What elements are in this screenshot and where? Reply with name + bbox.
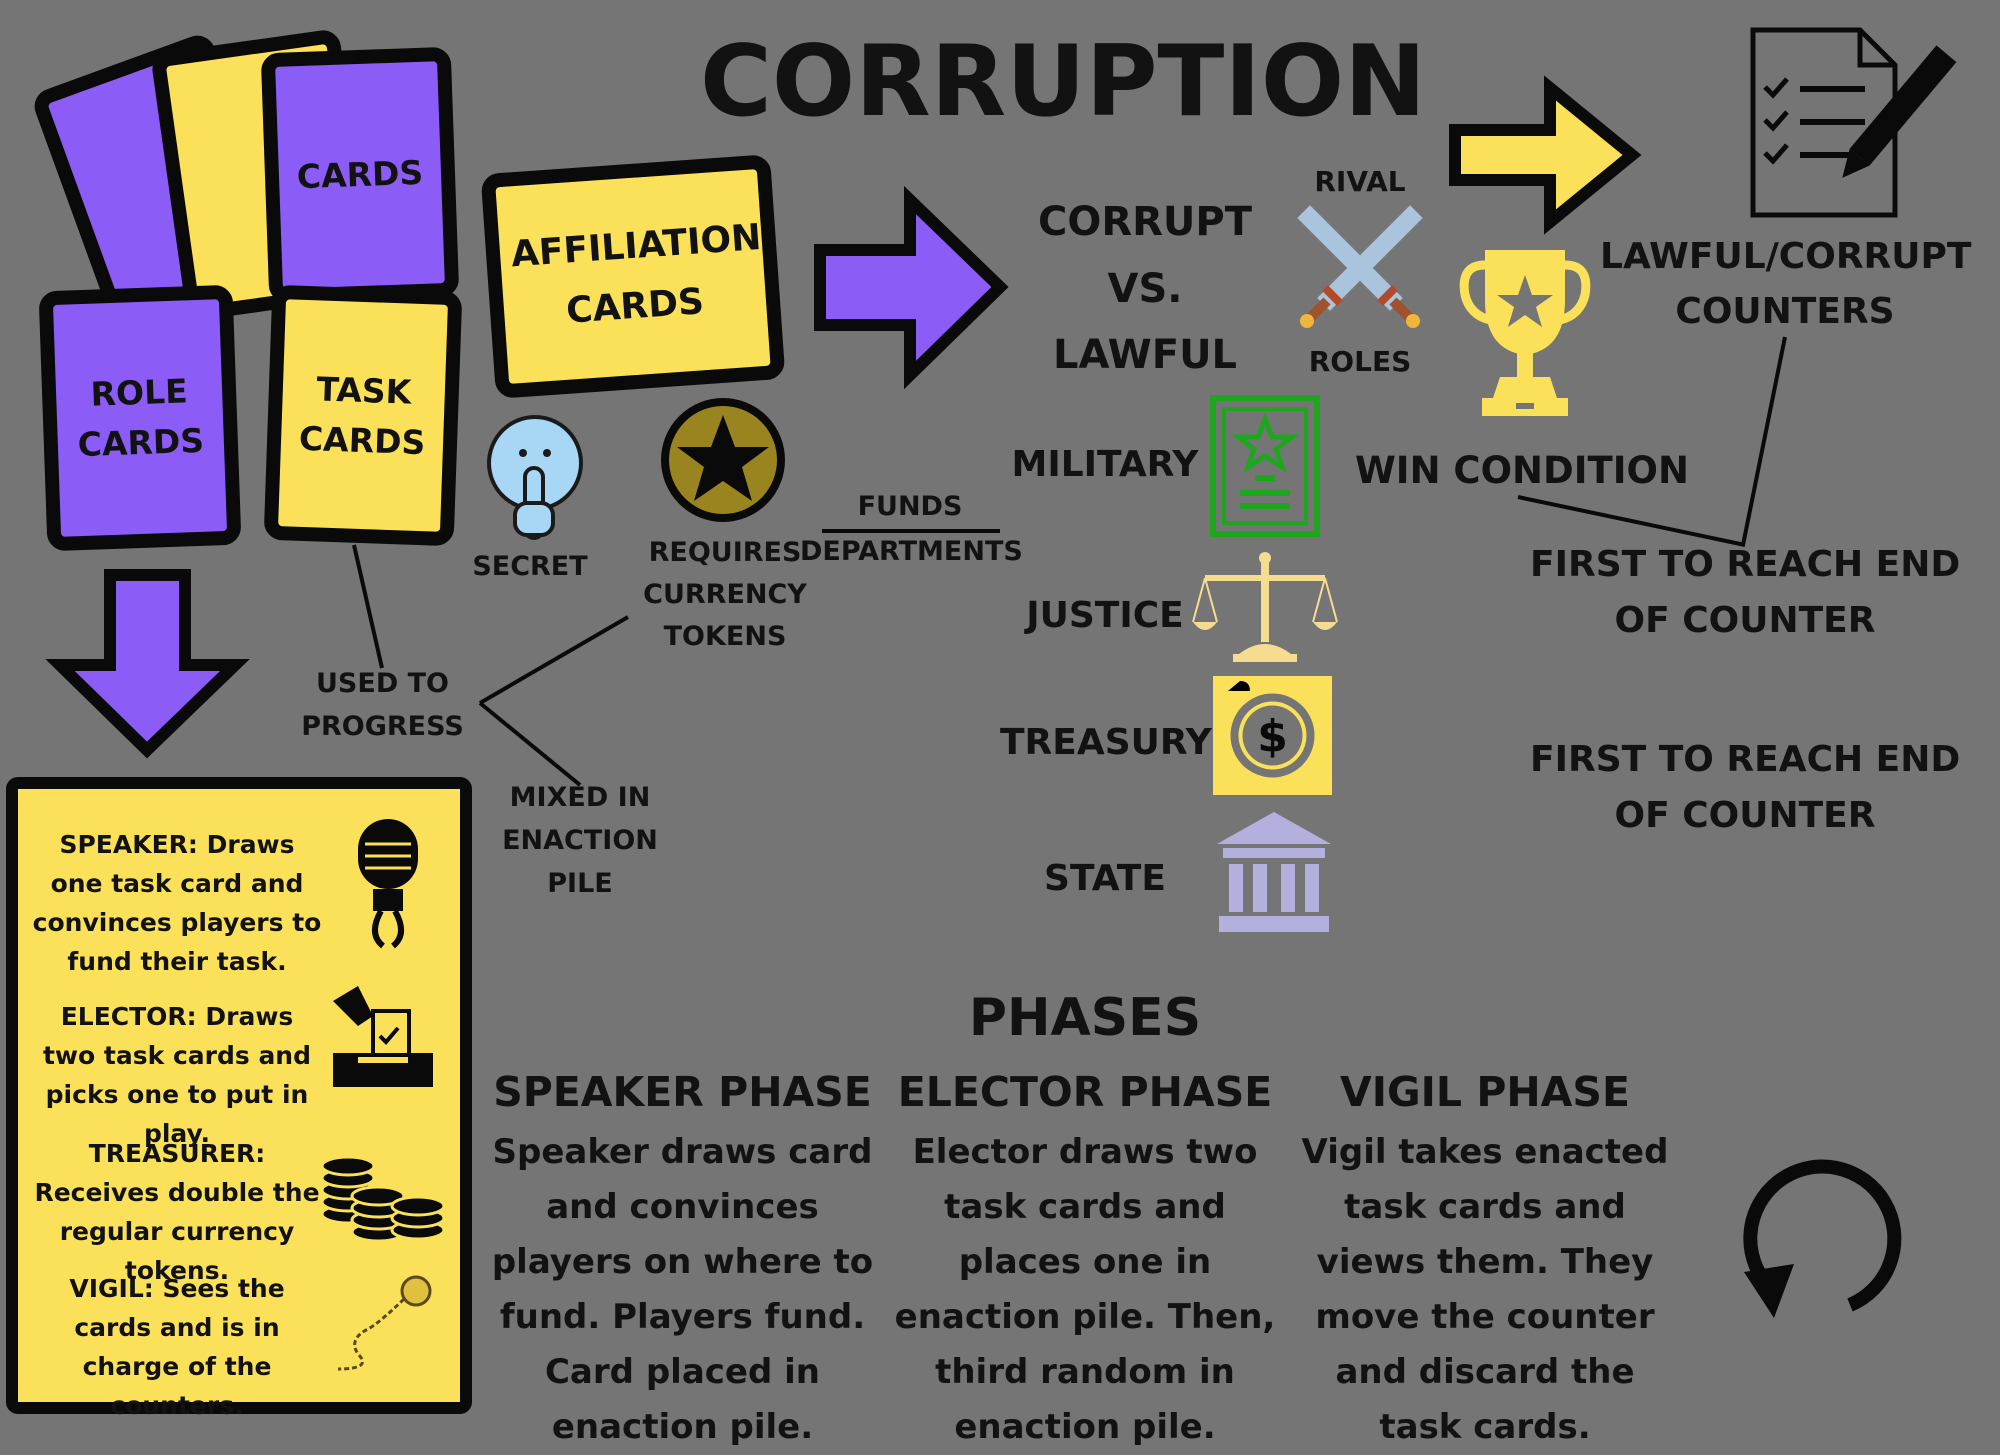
svg-text:$: $: [1257, 711, 1288, 762]
military-badge-icon: [1210, 395, 1320, 537]
trophy-icon: [1459, 250, 1591, 416]
microphone-icon: [358, 819, 418, 949]
mixed-label-1: MIXED IN: [509, 782, 651, 813]
requires-label-1: REQUIRES: [648, 537, 802, 568]
connector-lines: [352, 336, 1787, 787]
counters-label-1: LAWFUL/CORRUPT: [1600, 236, 1972, 277]
elector-phase-title: ELECTOR PHASE: [897, 1068, 1273, 1116]
arrow-right-yellow-icon: [1449, 75, 1642, 235]
used-to-label-2: PROGRESS: [301, 711, 464, 742]
role-descriptions-box: SPEAKER: Draws one task card and convinc…: [6, 777, 472, 1420]
role-elector-text: ELECTOR: Draws two task cards and picks …: [42, 1002, 312, 1148]
funds-label: FUNDS: [857, 491, 963, 522]
vigil-phase-body: Vigil takes enacted task cards and views…: [1301, 1132, 1669, 1447]
shush-face-icon: [487, 415, 583, 540]
first-to-reach-b-1: FIRST TO REACH END: [1530, 739, 1961, 780]
dollar-bill-icon: $: [1213, 676, 1332, 795]
secret-label: SECRET: [472, 551, 588, 582]
vs-label: VS.: [1107, 266, 1183, 312]
crossed-swords-icon: [1297, 205, 1423, 328]
role-speaker-text: SPEAKER: Draws one task card and convinc…: [32, 830, 322, 976]
lawful-label: LAWFUL: [1052, 332, 1238, 378]
rival-label: RIVAL: [1314, 165, 1406, 198]
vigil-phase-title: VIGIL PHASE: [1340, 1068, 1630, 1116]
elector-phase-body: Elector draws two task cards and places …: [894, 1132, 1276, 1447]
checklist-pen-icon: [1750, 27, 1957, 218]
phases-heading: PHASES: [968, 988, 1202, 1048]
government-building-icon: [1217, 812, 1331, 932]
requires-label-2: CURRENCY: [643, 579, 807, 610]
scales-of-justice-icon: [1192, 552, 1338, 662]
currency-token-icon: [661, 398, 785, 522]
funds-divider: [822, 529, 1000, 533]
first-to-reach-b-2: OF COUNTER: [1614, 795, 1876, 836]
coins-icon: [320, 1155, 446, 1243]
first-to-reach-a-2: OF COUNTER: [1614, 600, 1876, 641]
requires-label-3: TOKENS: [663, 621, 787, 652]
win-condition-label: WIN CONDITION: [1355, 449, 1689, 492]
mixed-label-3: PILE: [547, 868, 613, 899]
role-vigil-text: VIGIL: Sees the cards and is in charge o…: [69, 1274, 285, 1420]
corrupt-label: CORRUPT: [1037, 199, 1253, 245]
arrow-down-purple-icon: [45, 569, 250, 759]
ballot-box-icon: [333, 986, 433, 1087]
arrow-right-purple-icon: [814, 185, 1009, 390]
mixed-label-2: ENACTION: [502, 825, 658, 856]
departments-label: DEPARTMENTS: [800, 536, 1023, 567]
roles-label: ROLES: [1308, 345, 1412, 378]
department-state: STATE: [1044, 858, 1166, 899]
used-to-label-1: USED TO: [316, 668, 449, 699]
department-treasury: TREASURY: [1000, 722, 1212, 763]
counters-label-2: COUNTERS: [1675, 291, 1895, 332]
cycle-arrow-icon: [1743, 1159, 1902, 1318]
first-to-reach-a-1: FIRST TO REACH END: [1530, 544, 1961, 585]
pocket-watch-icon: [337, 1275, 432, 1371]
speaker-phase-title: SPEAKER PHASE: [493, 1068, 872, 1116]
speaker-phase-body: Speaker draws card and convinces players…: [491, 1132, 874, 1447]
department-military: MILITARY: [1011, 444, 1199, 485]
page-title: CORRUPTION: [700, 25, 1427, 139]
department-justice: JUSTICE: [1026, 595, 1184, 636]
role-treasurer-text: TREASURER: Receives double the regular c…: [34, 1139, 320, 1285]
